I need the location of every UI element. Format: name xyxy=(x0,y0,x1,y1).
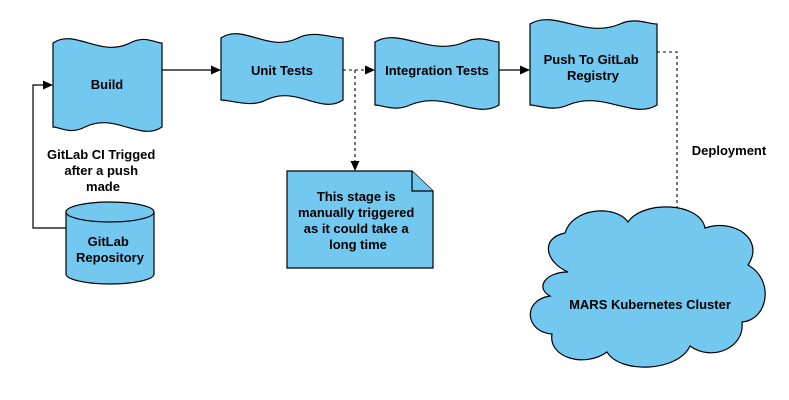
trigger-edge-label: GitLab CI Trigged after a push made xyxy=(47,147,159,194)
unit-to-integration-arrowhead xyxy=(365,65,375,75)
repository-cylinder-body xyxy=(65,211,155,285)
deployment-connector xyxy=(657,51,678,239)
kubernetes-cluster-cloud xyxy=(529,206,766,368)
push-registry-stage xyxy=(529,19,658,110)
gitlab-repository xyxy=(65,201,155,285)
repository-label-line-2: Repository xyxy=(76,250,145,265)
note-text-line-4: long time xyxy=(329,237,387,252)
unit-tests-label: Unit Tests xyxy=(251,63,313,78)
push-registry-label-line-1: Push To GitLab xyxy=(544,52,639,67)
repository-label-line-1: GitLab xyxy=(88,234,129,249)
kubernetes-cluster-label: MARS Kubernetes Cluster xyxy=(569,297,731,312)
manual-trigger-note xyxy=(286,170,434,269)
trigger-label-line-1: GitLab CI Trigged xyxy=(47,147,155,162)
integration-to-push-arrowhead xyxy=(520,65,530,75)
note-text-line-2: manually triggered xyxy=(298,205,414,220)
build-stage xyxy=(52,38,163,132)
repo-to-build-connector xyxy=(32,84,66,229)
note-text-line-3: as it could take a xyxy=(304,221,410,236)
note-body xyxy=(286,170,434,269)
note-text-line-1: This stage is xyxy=(317,189,396,204)
note-folded-corner xyxy=(411,171,433,192)
manual-note-text: This stage is manually triggered as it c… xyxy=(298,189,418,252)
gitlab-repository-label: GitLab Repository xyxy=(76,234,145,265)
trigger-label-line-3: made xyxy=(86,179,120,194)
integration-tests-label: Integration Tests xyxy=(385,63,489,78)
build-to-unit-tests-arrowhead xyxy=(211,65,221,75)
repo-to-build-arrowhead xyxy=(43,80,53,90)
trigger-label-line-2: after a push xyxy=(64,163,138,178)
integration-tests-stage xyxy=(374,37,500,110)
deployment-edge-label: Deployment xyxy=(692,143,767,158)
push-registry-label-line-2: Registry xyxy=(567,68,620,83)
unit-tests-to-note-arrowhead xyxy=(350,161,360,171)
push-registry-label: Push To GitLab Registry xyxy=(544,52,643,83)
unit-tests-stage xyxy=(220,33,344,105)
repository-cylinder-top xyxy=(65,201,155,223)
build-label: Build xyxy=(91,77,124,92)
